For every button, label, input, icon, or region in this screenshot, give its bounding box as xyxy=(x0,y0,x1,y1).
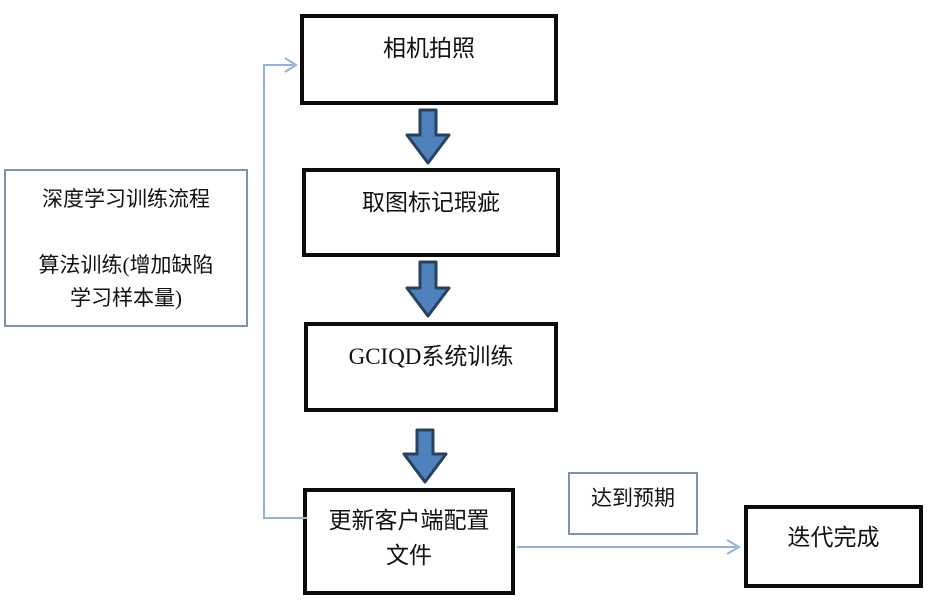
note-spacer xyxy=(123,216,128,249)
note-line-1: 深度学习训练流程 xyxy=(42,187,210,211)
down-block-arrow-shape xyxy=(405,260,451,318)
feedback-connector-arrowhead-icon xyxy=(284,57,298,73)
result-connector-arrowhead-icon xyxy=(726,539,741,555)
feedback-connector-line xyxy=(263,64,307,519)
flow-step-gciqd-training-label: GCIQD系统训练 xyxy=(348,344,514,369)
flow-step-mark-defects: 取图标记瑕疵 xyxy=(302,168,560,257)
down-block-arrow-shape xyxy=(402,428,448,484)
flow-step-update-client-config: 更新客户端配置 文件 xyxy=(303,488,515,595)
flow-end-iteration-complete: 迭代完成 xyxy=(744,505,923,588)
flow-step-camera-capture-label: 相机拍照 xyxy=(383,36,475,61)
flow-step-mark-defects-label: 取图标记瑕疵 xyxy=(362,190,500,215)
condition-box-expectation-met: 达到预期 xyxy=(568,472,698,535)
flow-step-gciqd-training: GCIQD系统训练 xyxy=(304,322,558,412)
note-box-training-process: 深度学习训练流程 算法训练(增加缺陷 学习样本量) xyxy=(4,169,248,327)
note-line-3: 学习样本量) xyxy=(70,286,182,310)
flow-step-update-client-config-label-line1: 更新客户端配置 xyxy=(328,508,490,533)
note-line-2: 算法训练(增加缺陷 xyxy=(38,253,214,277)
down-block-arrow-icon-2 xyxy=(405,260,451,318)
flow-step-camera-capture: 相机拍照 xyxy=(300,14,558,105)
down-block-arrow-icon-1 xyxy=(405,108,451,165)
flow-end-iteration-complete-label: 迭代完成 xyxy=(787,525,880,550)
condition-label: 达到预期 xyxy=(591,486,675,510)
down-block-arrow-icon-3 xyxy=(402,428,448,484)
down-block-arrow-shape xyxy=(405,108,451,165)
flow-step-update-client-config-label-line2: 文件 xyxy=(386,543,432,568)
